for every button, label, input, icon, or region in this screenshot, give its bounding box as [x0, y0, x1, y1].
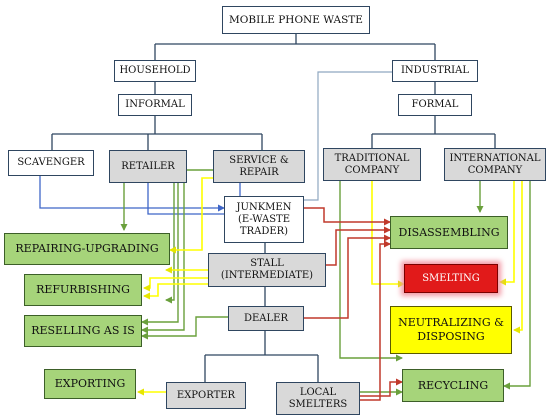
flow-traditional-to-recycling: [339, 181, 403, 362]
junkmen-line-3: TRADER): [239, 225, 289, 237]
reselling-as-is-node: RESELLING AS IS: [24, 315, 142, 347]
informal-node: INFORMAL: [118, 94, 192, 116]
traditional-company-line-1: TRADITIONAL: [334, 152, 410, 164]
flow-stall-to-refurbishing-b: [143, 277, 208, 292]
local-smelters-line-2: SMELTERS: [288, 398, 348, 410]
disassembling-node: DISASSEMBLING: [390, 216, 508, 249]
service-repair-node: SERVICE & REPAIR: [213, 150, 305, 183]
flow-junkmen-to-disassembling: [304, 207, 391, 226]
flow-dealer-to-reselling: [141, 316, 228, 340]
flow-stall-to-refurbishing-c: [143, 283, 208, 300]
mobile-phone-waste-label: MOBILE PHONE WASTE: [229, 14, 363, 26]
dealer-node: DEALER: [228, 306, 304, 331]
flow-retailer-to-junkmen: [147, 183, 224, 215]
flow-local-to-disassembling: [360, 240, 391, 401]
exporter-node: EXPORTER: [166, 382, 246, 409]
industrial-label: INDUSTRIAL: [400, 65, 469, 76]
reselling-as-is-label: RESELLING AS IS: [31, 324, 135, 337]
formal-label: FORMAL: [411, 99, 459, 110]
international-company-line-2: COMPANY: [467, 164, 523, 176]
local-smelters-node: LOCAL SMELTERS: [276, 382, 360, 415]
international-company-line-1: INTERNATIONAL: [449, 152, 541, 164]
flow-industrial-to-junkmen: [304, 71, 392, 201]
stall-line-1: STALL: [250, 258, 284, 269]
exporter-label: EXPORTER: [176, 389, 236, 401]
refurbishing-node: REFURBISHING: [24, 274, 142, 306]
exporting-node: EXPORTING: [44, 369, 136, 399]
scavenger-node: SCAVENGER: [8, 150, 94, 176]
blue-flows: [39, 176, 241, 215]
junkmen-node: JUNKMEN (E-WASTE TRADER): [224, 196, 304, 243]
traditional-company-line-2: COMPANY: [344, 164, 400, 176]
refurbishing-label: REFURBISHING: [36, 283, 130, 296]
recycling-node: RECYCLING: [402, 369, 504, 402]
industrial-node: INDUSTRIAL: [392, 60, 478, 82]
flow-retailer-to-refurbishing: [165, 183, 175, 304]
neutralizing-disposing-line-1: NEUTRALIZING &: [398, 316, 504, 329]
red-flows: [304, 207, 403, 401]
junkmen-line-1: JUNKMEN: [236, 201, 292, 213]
flow-international-to-neutralizing: [513, 181, 523, 334]
mobile-phone-waste-node: MOBILE PHONE WASTE: [222, 6, 370, 34]
household-label: HOUSEHOLD: [119, 65, 191, 76]
yellow-flows: [143, 177, 523, 334]
formal-node: FORMAL: [398, 94, 472, 116]
flow-stall-to-disassembling: [326, 226, 391, 266]
household-node: HOUSEHOLD: [114, 60, 196, 82]
neutralizing-disposing-line-2: DISPOSING: [417, 330, 485, 343]
dealer-label: DEALER: [243, 312, 288, 324]
stall-node: STALL (INTERMEDIATE): [208, 253, 326, 287]
scavenger-label: SCAVENGER: [17, 157, 85, 168]
informal-label: INFORMAL: [125, 99, 185, 110]
service-repair-line-1: SERVICE &: [229, 154, 289, 166]
flow-service-to-repairing: [169, 177, 213, 254]
local-smelters-line-1: LOCAL: [299, 386, 337, 398]
traditional-company-node: TRADITIONAL COMPANY: [323, 148, 421, 181]
neutralizing-disposing-node: NEUTRALIZING & DISPOSING: [390, 306, 512, 354]
repairing-upgrading-node: REPAIRING-UPGRADING: [4, 233, 170, 265]
disassembling-label: DISASSEMBLING: [398, 225, 500, 239]
junkmen-line-2: (E-WASTE: [237, 213, 291, 225]
stall-line-2: (INTERMEDIATE): [220, 270, 314, 281]
flow-international-to-smelting: [499, 181, 515, 286]
exporting-label: EXPORTING: [54, 377, 126, 390]
recycling-label: RECYCLING: [417, 378, 489, 392]
retailer-node: RETAILER: [109, 150, 187, 183]
retailer-label: RETAILER: [121, 160, 175, 172]
international-company-node: INTERNATIONAL COMPANY: [444, 148, 546, 181]
flow-traditional-to-smelting: [371, 181, 405, 288]
smelting-label: SMELTING: [422, 272, 480, 284]
flow-international-to-recycling: [503, 181, 531, 390]
flow-local-to-recycling-red: [360, 378, 403, 397]
service-repair-line-2: REPAIR: [239, 166, 279, 178]
flow-scavenger-to-junkmen: [39, 176, 225, 212]
repairing-upgrading-label: REPAIRING-UPGRADING: [15, 242, 159, 255]
tree-lines: [51, 34, 496, 382]
smelting-node: SMELTING: [404, 264, 498, 293]
flow-retailer-to-reselling-a: [141, 183, 179, 326]
flow-dealer-to-disassembling: [304, 234, 391, 319]
